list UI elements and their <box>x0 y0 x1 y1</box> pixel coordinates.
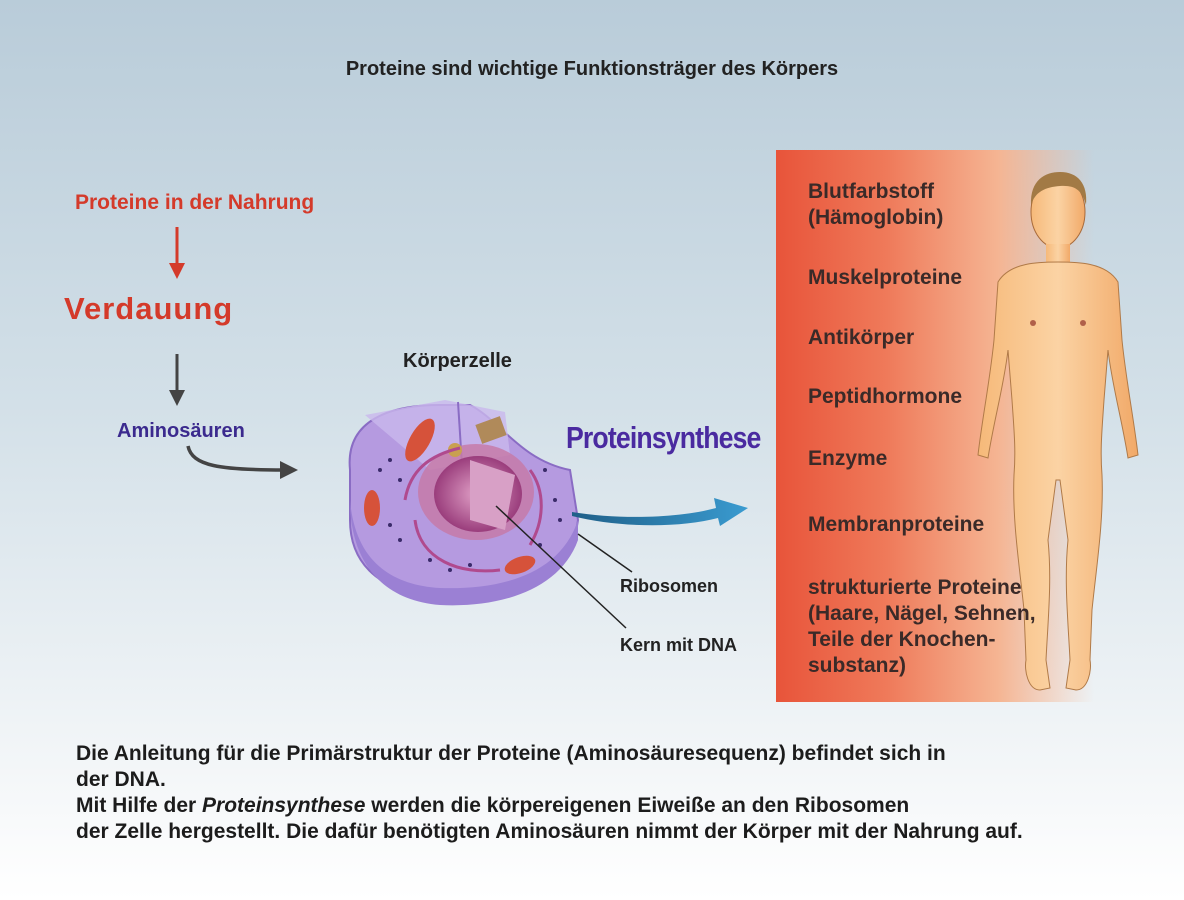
list-item: Enzyme <box>808 447 888 470</box>
footer-line: Mit Hilfe der Proteinsynthese werden die… <box>76 793 1023 819</box>
list-item: Muskelproteine <box>808 266 963 289</box>
footer-line: Die Anleitung für die Primärstruktur der… <box>76 742 946 765</box>
label-aminosaeuren: Aminosäuren <box>117 420 245 442</box>
arrow-down-gray-icon <box>169 354 185 406</box>
label-verdauung: Verdauung <box>64 291 234 326</box>
arrow-curved-icon <box>186 445 298 479</box>
list-item: Membranproteine <box>808 513 985 536</box>
arrow-synthesis-icon <box>572 498 748 526</box>
footer-text-part: werden die körpereigenen Eiweiße an den … <box>365 794 910 817</box>
arrow-down-red-icon <box>169 227 185 279</box>
list-item: Blutfarbstoff (Hämoglobin) <box>808 180 944 229</box>
label-koerperzelle: Körperzelle <box>403 350 512 372</box>
list-item: Antikörper <box>808 326 915 349</box>
label-kern-dna: Kern mit DNA <box>620 635 738 655</box>
label-ribosomen: Ribosomen <box>620 576 719 596</box>
human-figure-icon <box>977 172 1139 691</box>
footer-emphasis: Proteinsynthese <box>202 794 366 817</box>
cell-illustration-icon <box>348 400 633 629</box>
footer-text: Die Anleitung für die Primärstruktur der… <box>76 741 1023 845</box>
footer-text-part: Mit Hilfe der <box>76 794 203 817</box>
footer-line: der DNA. <box>76 768 166 791</box>
label-proteinsynthese: Proteinsynthese <box>566 420 761 455</box>
footer-line: der Zelle hergestellt. Die dafür benötig… <box>76 820 1023 843</box>
list-item: strukturierte Proteine (Haare, Nägel, Se… <box>808 576 1036 677</box>
page-title: Proteine sind wichtige Funktionsträger d… <box>345 58 839 80</box>
list-item: Peptidhormone <box>808 385 963 408</box>
label-proteine-nahrung: Proteine in der Nahrung <box>75 191 315 214</box>
